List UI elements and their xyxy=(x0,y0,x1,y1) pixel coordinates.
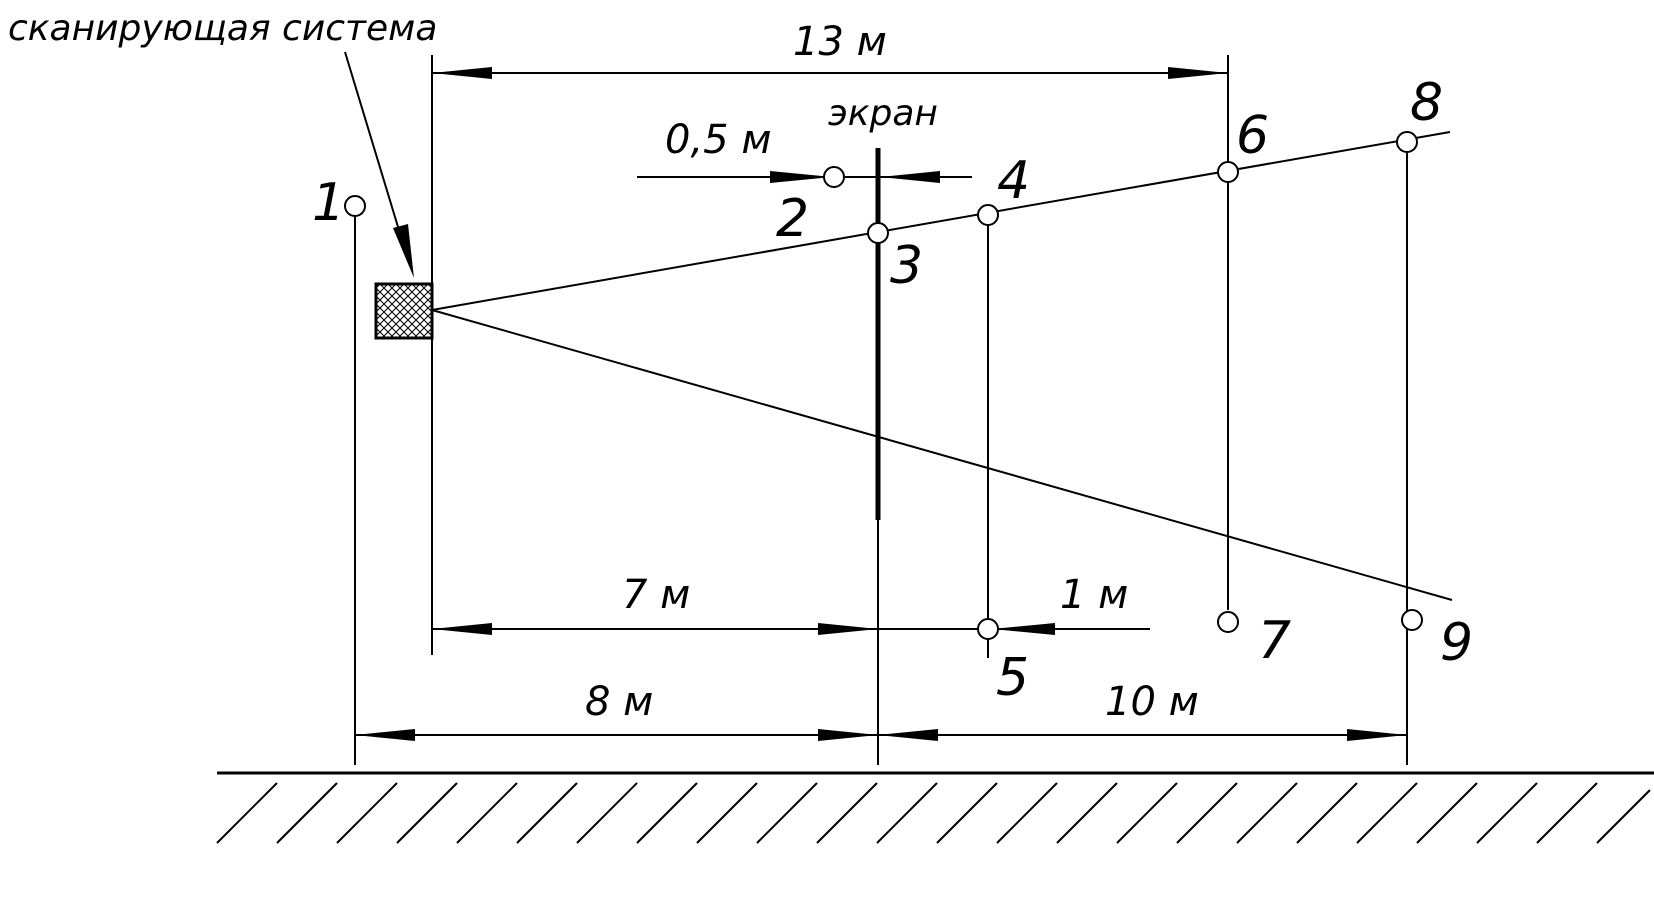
dim-label-1m: 1 м xyxy=(1060,572,1128,618)
dim-arrow-1m xyxy=(992,623,1055,635)
lower-beam xyxy=(431,309,1453,601)
scanner-leader xyxy=(344,51,406,251)
dim-label-8m: 8 м xyxy=(585,679,653,725)
point-label-5: 5 xyxy=(996,648,1029,708)
dim-label-10m: 10 м xyxy=(1105,679,1199,725)
point-4 xyxy=(977,204,999,226)
point-label-1: 1 xyxy=(312,173,345,233)
scanner-leader-arrow xyxy=(393,224,414,278)
dim-label-7m: 7 м xyxy=(622,572,690,618)
point-label-7: 7 xyxy=(1258,611,1291,671)
scanning-system-box xyxy=(374,282,434,340)
ground-hatching xyxy=(216,782,1651,844)
dim-label-0.5m: 0,5 м xyxy=(665,117,772,163)
point-5 xyxy=(977,618,999,640)
dim-arrow-0.5m-right xyxy=(880,171,940,183)
point-8 xyxy=(1396,131,1418,153)
scanner-label: сканирующая система xyxy=(8,8,437,49)
screen-label: экран xyxy=(828,93,938,134)
upper-beam xyxy=(431,131,1451,311)
point-9 xyxy=(1401,609,1423,631)
point-1 xyxy=(344,195,366,217)
dim-label-13m: 13 м xyxy=(793,19,887,65)
point-label-6: 6 xyxy=(1236,106,1269,166)
point-label-9: 9 xyxy=(1440,613,1473,673)
point-2 xyxy=(823,166,845,188)
dim-arrow-0.5m-left xyxy=(770,171,832,183)
point-7 xyxy=(1217,611,1239,633)
point-label-4: 4 xyxy=(997,151,1030,211)
point-label-3: 3 xyxy=(890,236,923,296)
point-label-8: 8 xyxy=(1410,73,1443,133)
point-6 xyxy=(1217,161,1239,183)
point-3 xyxy=(867,222,889,244)
point-label-2: 2 xyxy=(776,189,809,249)
